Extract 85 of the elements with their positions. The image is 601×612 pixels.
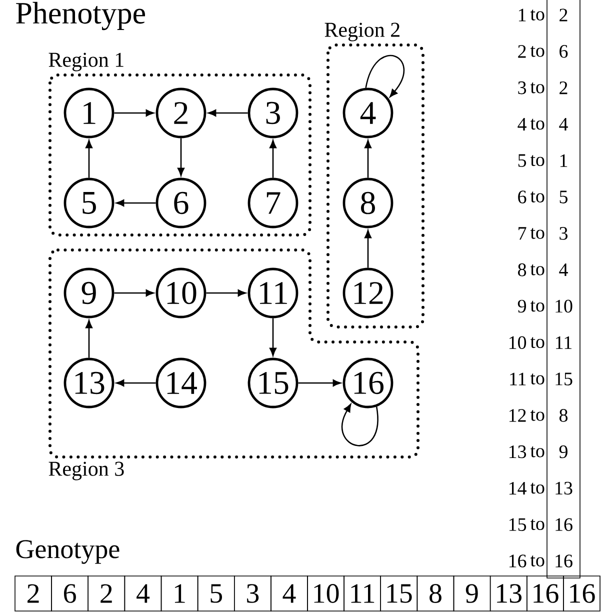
mapping-word: to	[530, 46, 544, 57]
state-number: 8	[518, 263, 526, 276]
arrow	[364, 230, 372, 268]
state-number: 15	[509, 518, 526, 531]
state-number: 12	[509, 409, 526, 422]
mapping-word: to	[530, 446, 544, 458]
mapping-word: to	[530, 337, 544, 348]
arrow	[116, 200, 156, 206]
genotype-cell: 16	[526, 576, 564, 612]
mapping-word: to	[530, 10, 544, 20]
genotype-cell: 11	[344, 576, 381, 612]
mapping-word: to	[530, 482, 544, 494]
genotype-cell: 4	[270, 576, 308, 612]
genotype-cell: 5	[197, 576, 235, 612]
state-number: 9	[518, 300, 526, 313]
arrow	[364, 140, 372, 178]
mapping-word: to	[530, 374, 544, 384]
mapping-word: to	[530, 519, 544, 530]
mapping-word: to	[530, 264, 544, 276]
state-number: 7	[518, 227, 526, 240]
mapping-word: to	[530, 155, 544, 166]
genotype-cell: 4	[124, 576, 162, 612]
mapping-word: to	[530, 118, 544, 130]
arrow	[342, 404, 378, 446]
mapping-word: to	[530, 82, 544, 94]
heading: Genotype	[16, 540, 120, 564]
arrow	[116, 380, 156, 386]
genotype-cell: 1	[160, 576, 198, 612]
state-number: 2	[518, 45, 526, 58]
table-cell: 2	[560, 8, 568, 22]
mapping-word: to	[530, 228, 544, 239]
table-cell: 5	[560, 190, 568, 204]
table-cell: 10	[556, 300, 572, 313]
state-number: 10	[509, 336, 526, 350]
genotype-cell: 3	[234, 576, 272, 612]
genotype-cell: 9	[453, 576, 491, 612]
mapping-word: to	[530, 410, 544, 421]
arrow	[270, 318, 276, 356]
arrow	[178, 138, 184, 176]
table-cell: 11	[556, 336, 572, 349]
table-cell: 15	[556, 372, 572, 386]
state-number: 6	[518, 190, 526, 204]
heading: Phenotype	[16, 2, 145, 30]
table-cell: 6	[560, 45, 568, 58]
state-number: 1	[518, 8, 526, 22]
genotype-cell: 8	[416, 576, 454, 612]
state-number: 13	[509, 445, 526, 458]
genotype-cell: 2	[14, 576, 52, 612]
genotype-cell: 10	[307, 576, 344, 612]
arrow	[86, 140, 92, 178]
arrow	[206, 290, 246, 296]
genotype-cell: 15	[380, 576, 418, 612]
genotype-cell: 2	[88, 576, 126, 612]
mapping-word: to	[530, 556, 544, 566]
mapping-word: to	[530, 192, 544, 202]
table-cell: 1	[560, 154, 568, 167]
table-cell: 16	[556, 518, 572, 531]
state-number: 3	[518, 81, 526, 94]
node-label: Region 1	[48, 52, 124, 72]
arrow	[270, 140, 276, 178]
node-label: Region 2	[324, 22, 400, 42]
arrow	[365, 54, 404, 98]
table-cell: 16	[556, 554, 572, 568]
table-cell: 3	[560, 227, 568, 240]
node-label: Region 3	[48, 462, 124, 480]
table-cell: 8	[559, 409, 568, 422]
genotype-cell: 16	[563, 576, 600, 612]
arrow	[114, 290, 154, 296]
table-cell: 9	[559, 445, 568, 458]
state-number: 14	[509, 482, 526, 494]
state-number: 16	[509, 554, 526, 568]
table-cell: 4	[559, 118, 568, 130]
table-cell: 13	[556, 482, 572, 495]
arrow	[208, 110, 248, 116]
state-number: 11	[510, 372, 526, 386]
genotype-cell: 6	[51, 576, 88, 612]
arrow	[114, 110, 154, 116]
state-number: 5	[518, 154, 526, 167]
table-cell: 2	[560, 82, 568, 94]
arrow	[86, 320, 92, 358]
table-cell: 4	[559, 264, 568, 276]
genotype-cell: 13	[490, 576, 528, 612]
arrow	[298, 380, 341, 386]
mapping-word: to	[530, 300, 544, 312]
state-number: 4	[518, 118, 526, 130]
